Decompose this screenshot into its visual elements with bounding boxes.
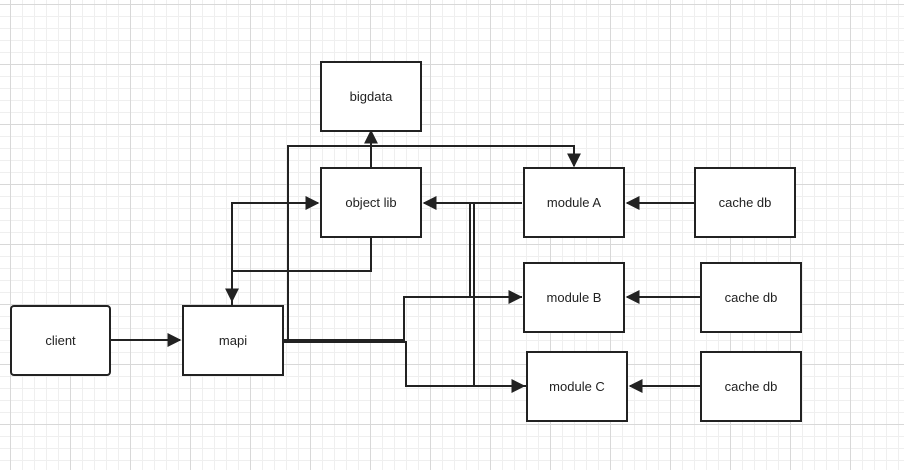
node-bigdata-label: bigdata bbox=[349, 89, 393, 104]
node-cache-db-b-label: cache db bbox=[724, 290, 778, 305]
node-module-b-label: module B bbox=[546, 290, 602, 305]
node-mapi-label: mapi bbox=[218, 333, 248, 348]
node-object-lib-label: object lib bbox=[345, 195, 397, 210]
node-module-c[interactable]: module C bbox=[526, 351, 628, 422]
edge-mapi-to-module-a bbox=[287, 145, 581, 340]
edge-mapi-to-object-lib bbox=[231, 196, 320, 305]
node-module-c-label: module C bbox=[549, 379, 605, 394]
node-module-a-label: module A bbox=[546, 195, 602, 210]
edge-mapi-to-module-c bbox=[284, 341, 526, 393]
node-client-label: client bbox=[45, 333, 76, 348]
node-module-b[interactable]: module B bbox=[523, 262, 625, 333]
node-cache-db-c-label: cache db bbox=[724, 379, 778, 394]
node-cache-db-b[interactable]: cache db bbox=[700, 262, 802, 333]
node-cache-db-a[interactable]: cache db bbox=[694, 167, 796, 238]
node-object-lib[interactable]: object lib bbox=[320, 167, 422, 238]
node-cache-db-a-label: cache db bbox=[718, 195, 772, 210]
node-mapi[interactable]: mapi bbox=[182, 305, 284, 376]
edge-object-lib-to-mapi bbox=[225, 238, 372, 303]
node-module-a[interactable]: module A bbox=[523, 167, 625, 238]
edge-mapi-to-module-b bbox=[284, 290, 523, 341]
edge-module-b-to-object-lib bbox=[469, 203, 522, 298]
edge-module-c-to-object-lib bbox=[473, 203, 526, 387]
node-bigdata[interactable]: bigdata bbox=[320, 61, 422, 132]
node-cache-db-c[interactable]: cache db bbox=[700, 351, 802, 422]
node-client[interactable]: client bbox=[10, 305, 111, 376]
